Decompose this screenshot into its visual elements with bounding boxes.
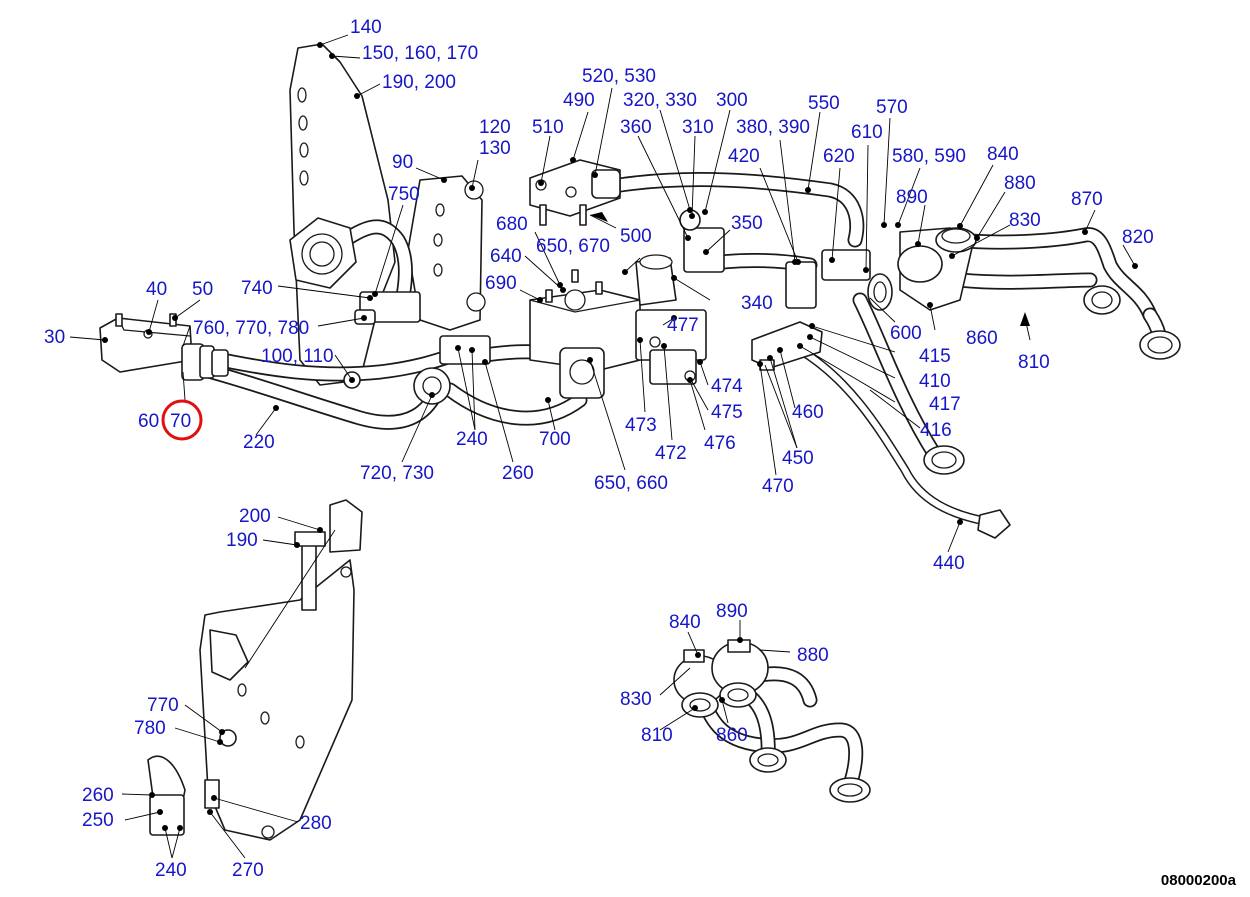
callout-label: 880 [797,645,829,666]
callout-label: 760, 770, 780 [193,318,309,339]
callout-label: 870 [1071,189,1103,210]
callout-label: 740 [241,278,273,299]
callout-label: 490 [563,90,595,111]
callout-label: 416 [920,420,952,441]
callout-label: 520, 530 [582,66,656,87]
callout-label: 890 [716,601,748,622]
callout-label: 473 [625,415,657,436]
direction-arrow-810 [1020,312,1030,326]
direction-arrow-500 [590,212,608,222]
callout-label: 830 [620,689,652,710]
callout-label: 475 [711,402,743,423]
callout-label: 860 [966,328,998,349]
callout-label: 190 [226,530,258,551]
callout-label: 300 [716,90,748,111]
bracket-detail-drawing [147,499,363,841]
callout-label: 840 [669,612,701,633]
callout-label: 420 [728,146,760,167]
callout-label: 140 [350,17,382,38]
leader-lines [69,34,1138,859]
manifold-detail-drawing [673,639,871,803]
callout-label: 30 [44,327,65,348]
callout-label: 410 [919,371,951,392]
callout-label: 510 [532,117,564,138]
callout-label: 340 [741,293,773,314]
callout-label: 880 [1004,173,1036,194]
callout-label: 810 [1018,352,1050,373]
callout-label: 240 [155,860,187,881]
callout-label: 260 [502,463,534,484]
callout-labels: 140 150, 160, 170 190, 200 520, 530 490 … [44,17,1154,881]
highlight-circle [161,399,203,441]
callout-label: 280 [300,813,332,834]
callout-label: 350 [731,213,763,234]
callout-label: 310 [682,117,714,138]
callout-label: 200 [239,506,271,527]
callout-label: 417 [929,394,961,415]
callout-label: 270 [232,860,264,881]
callout-label: 810 [641,725,673,746]
callout-label: 60 [138,411,159,432]
callout-label: 690 [485,273,517,294]
callout-label: 750 [388,184,420,205]
callout-label: 640 [490,246,522,267]
callout-label: 476 [704,433,736,454]
callout-label: 650, 670 [536,236,610,257]
callout-label: 890 [896,187,928,208]
callout-label: 450 [782,448,814,469]
callout-label: 570 [876,97,908,118]
callout-label: 380, 390 [736,117,810,138]
callout-label: 610 [851,122,883,143]
callout-label: 650, 660 [594,473,668,494]
callout-label: 260 [82,785,114,806]
callout-label: 830 [1009,210,1041,231]
callout-label: 220 [243,432,275,453]
callout-label: 700 [539,429,571,450]
callout-label: 860 [716,725,748,746]
callout-label: 580, 590 [892,146,966,167]
callout-label: 320, 330 [623,90,697,111]
callout-label: 550 [808,93,840,114]
callout-label: 770 [147,695,179,716]
callout-label: 40 [146,279,167,300]
callout-label: 780 [134,718,166,739]
callout-label: 120 [479,117,511,138]
callout-label: 840 [987,144,1019,165]
callout-label: 460 [792,402,824,423]
main-assembly-drawing [99,43,1181,539]
callout-label: 50 [192,279,213,300]
callout-label: 130 [479,138,511,159]
callout-label: 440 [933,553,965,574]
callout-label: 500 [620,226,652,247]
callout-label: 360 [620,117,652,138]
callout-label: 472 [655,443,687,464]
callout-label: 470 [762,476,794,497]
callout-label: 620 [823,146,855,167]
callout-label: 600 [890,323,922,344]
callout-label: 477 [667,315,699,336]
callout-label: 100, 110 [261,346,334,367]
callout-label: 474 [711,376,743,397]
callout-label: 415 [919,346,951,367]
callout-label: 70 [170,411,191,432]
callout-label: 250 [82,810,114,831]
callout-label: 150, 160, 170 [362,43,478,64]
callout-label: 90 [392,152,413,173]
callout-label: 720, 730 [360,463,434,484]
callout-label: 240 [456,429,488,450]
callout-label: 190, 200 [382,72,456,93]
callout-label: 820 [1122,227,1154,248]
drawing-reference-code: 08000200a [1160,872,1236,889]
callout-label: 680 [496,214,528,235]
